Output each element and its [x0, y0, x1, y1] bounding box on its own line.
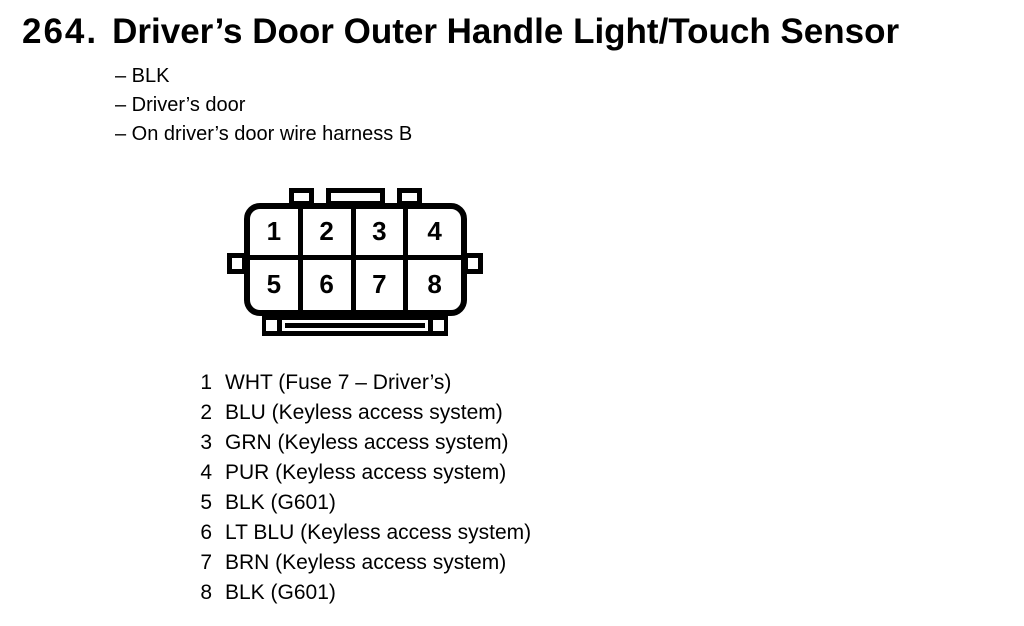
pin-cavity-1: 1: [250, 209, 303, 260]
pin-description: WHT (Fuse 7 – Driver’s): [225, 371, 452, 394]
pin-number: 8: [200, 581, 212, 604]
pin-number: 1: [200, 371, 212, 394]
pin-cavity-grid: 1 2 3 4 5 6 7 8: [250, 209, 461, 310]
pin-cavity-6: 6: [303, 259, 356, 310]
detail-line: – On driver’s door wire harness B: [115, 123, 413, 145]
pin-number: 2: [200, 401, 212, 424]
pin-number: 3: [200, 431, 212, 454]
pin-description: BRN (Keyless access system): [225, 551, 507, 574]
pin-number: 7: [200, 551, 212, 574]
pin-description: GRN (Keyless access system): [225, 431, 509, 454]
pin-number: 6: [200, 521, 212, 544]
section-heading: 264. Driver’s Door Outer Handle Light/To…: [22, 12, 899, 52]
connector-body: 1 2 3 4 5 6 7 8: [244, 203, 467, 316]
pin-cavity-2: 2: [302, 209, 356, 260]
pin-row: 7 BRN (Keyless access system): [196, 548, 531, 578]
pin-cavity-3: 3: [355, 209, 409, 260]
detail-line: – BLK: [115, 65, 170, 87]
pin-description: BLK (G601): [225, 581, 336, 604]
pin-description: BLU (Keyless access system): [225, 401, 503, 424]
lock-bar-slot-left: [266, 320, 277, 331]
section-title: Driver’s Door Outer Handle Light/Touch S…: [112, 12, 900, 51]
pin-legend: 1 WHT (Fuse 7 – Driver’s) 2 BLU (Keyless…: [196, 368, 531, 608]
connector-diagram: 1 2 3 4 5 6 7 8: [227, 186, 483, 336]
pin-cavity-8: 8: [427, 269, 442, 300]
pin-row: 4 PUR (Keyless access system): [196, 458, 531, 488]
pin-cavity-7: 7: [356, 259, 409, 310]
lock-bar-strip: [282, 320, 428, 331]
pin-number: 4: [200, 461, 212, 484]
pin-description: PUR (Keyless access system): [225, 461, 507, 484]
pin-row: 5 BLK (G601): [196, 488, 531, 518]
pin-row: 6 LT BLU (Keyless access system): [196, 518, 531, 548]
section-number: 264.: [22, 12, 99, 51]
pin-cavity-5: 5: [250, 259, 303, 310]
pin-row: 8 BLK (G601): [196, 578, 531, 608]
detail-line: – Driver’s door: [115, 94, 246, 116]
pin-number: 5: [200, 491, 212, 514]
lock-bar-slot-right: [433, 320, 444, 331]
pin-row: 3 GRN (Keyless access system): [196, 428, 531, 458]
component-details: – BLK – Driver’s door – On driver’s door…: [115, 62, 412, 149]
pin-row: 1 WHT (Fuse 7 – Driver’s): [196, 368, 531, 398]
pin-cavity-4: 4: [408, 209, 461, 260]
pin-row: 2 BLU (Keyless access system): [196, 398, 531, 428]
connector-lock-bar: [262, 316, 448, 336]
pin-description: LT BLU (Keyless access system): [225, 521, 532, 544]
pin-description: BLK (G601): [225, 491, 336, 514]
